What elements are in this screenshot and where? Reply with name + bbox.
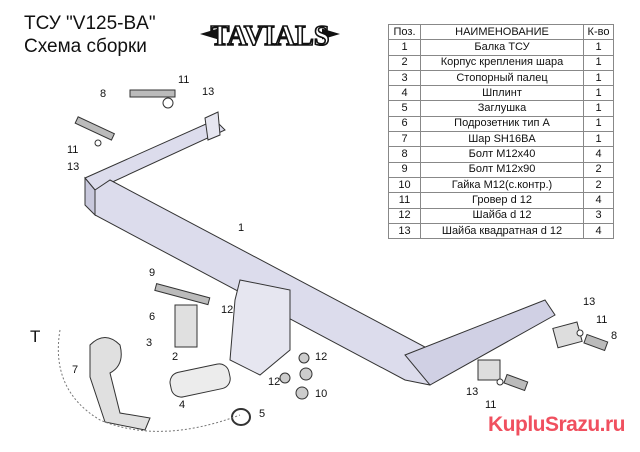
part-callout: 1: [238, 222, 245, 234]
washer: [94, 139, 102, 147]
bolt: [583, 333, 609, 352]
table-cell: НАИМЕНОВАНИЕ: [420, 23, 584, 41]
part-callout: 5: [259, 408, 266, 420]
title-model: ТСУ "V125-BA": [24, 13, 156, 34]
part-callout: 12: [268, 376, 281, 388]
part-callout: 11: [485, 399, 497, 411]
part-callout: 8: [611, 330, 618, 342]
watermark: KupluSrazu.ru: [488, 413, 626, 436]
bolt: [154, 283, 211, 306]
square-washer: [477, 359, 501, 381]
part-callout: 7: [72, 364, 79, 376]
part-callout: 11: [67, 144, 79, 156]
washer: [298, 352, 310, 364]
nut: [299, 367, 313, 381]
bracket: [229, 279, 291, 376]
bolt: [74, 116, 116, 141]
table-cell: Болт М12х40: [420, 146, 584, 163]
table-cell: Болт М12х90: [420, 161, 584, 178]
table-cell: 4: [583, 222, 614, 240]
table-cell: Стопорный палец: [420, 69, 584, 87]
title-subtitle: Схема сборки: [24, 36, 147, 57]
beam-end: [404, 299, 556, 386]
bolt: [129, 89, 176, 98]
side-plate: [204, 111, 221, 141]
kit-outline: [57, 329, 241, 432]
washer: [496, 378, 504, 386]
part-callout: 10: [315, 388, 328, 400]
table-cell: Гайка М12(с.контр.): [420, 176, 584, 194]
part-callout: 13: [67, 161, 80, 173]
part-callout: 3: [146, 337, 153, 349]
washer: [162, 97, 174, 109]
part-callout: 2: [172, 351, 179, 363]
part-callout: 12: [221, 304, 234, 316]
ball-housing: [169, 363, 231, 398]
table-cell: Шайба квадратная d 12: [420, 222, 584, 240]
bolt: [503, 373, 529, 392]
washer: [576, 329, 584, 337]
tow-ball: [89, 337, 151, 431]
part-callout: 4: [179, 399, 186, 411]
part-callout: 6: [149, 311, 156, 323]
part-callout: 11: [596, 314, 608, 326]
tavials-logo: TAVIALS: [200, 18, 340, 53]
part-callout: 11: [178, 74, 190, 86]
mount-plate: [174, 304, 198, 348]
washer: [279, 372, 291, 384]
svg-text:TAVIALS: TAVIALS: [211, 21, 330, 52]
table-cell: 13: [388, 222, 421, 240]
plug: [231, 408, 251, 426]
part-callout: 9: [149, 267, 156, 279]
table-cell: Заглушка: [420, 100, 584, 117]
kit-label-t: T: [30, 327, 41, 346]
part-callout: 12: [315, 351, 328, 363]
table-cell: Корпус крепления шара: [420, 54, 584, 71]
part-callout: 13: [583, 296, 596, 308]
nut: [295, 386, 309, 400]
table-cell: Шайба d 12: [420, 207, 584, 224]
part-callout: 13: [466, 386, 479, 398]
table-cell: К-во: [583, 23, 614, 41]
part-callout: 13: [202, 86, 215, 98]
part-callout: 8: [100, 88, 107, 100]
